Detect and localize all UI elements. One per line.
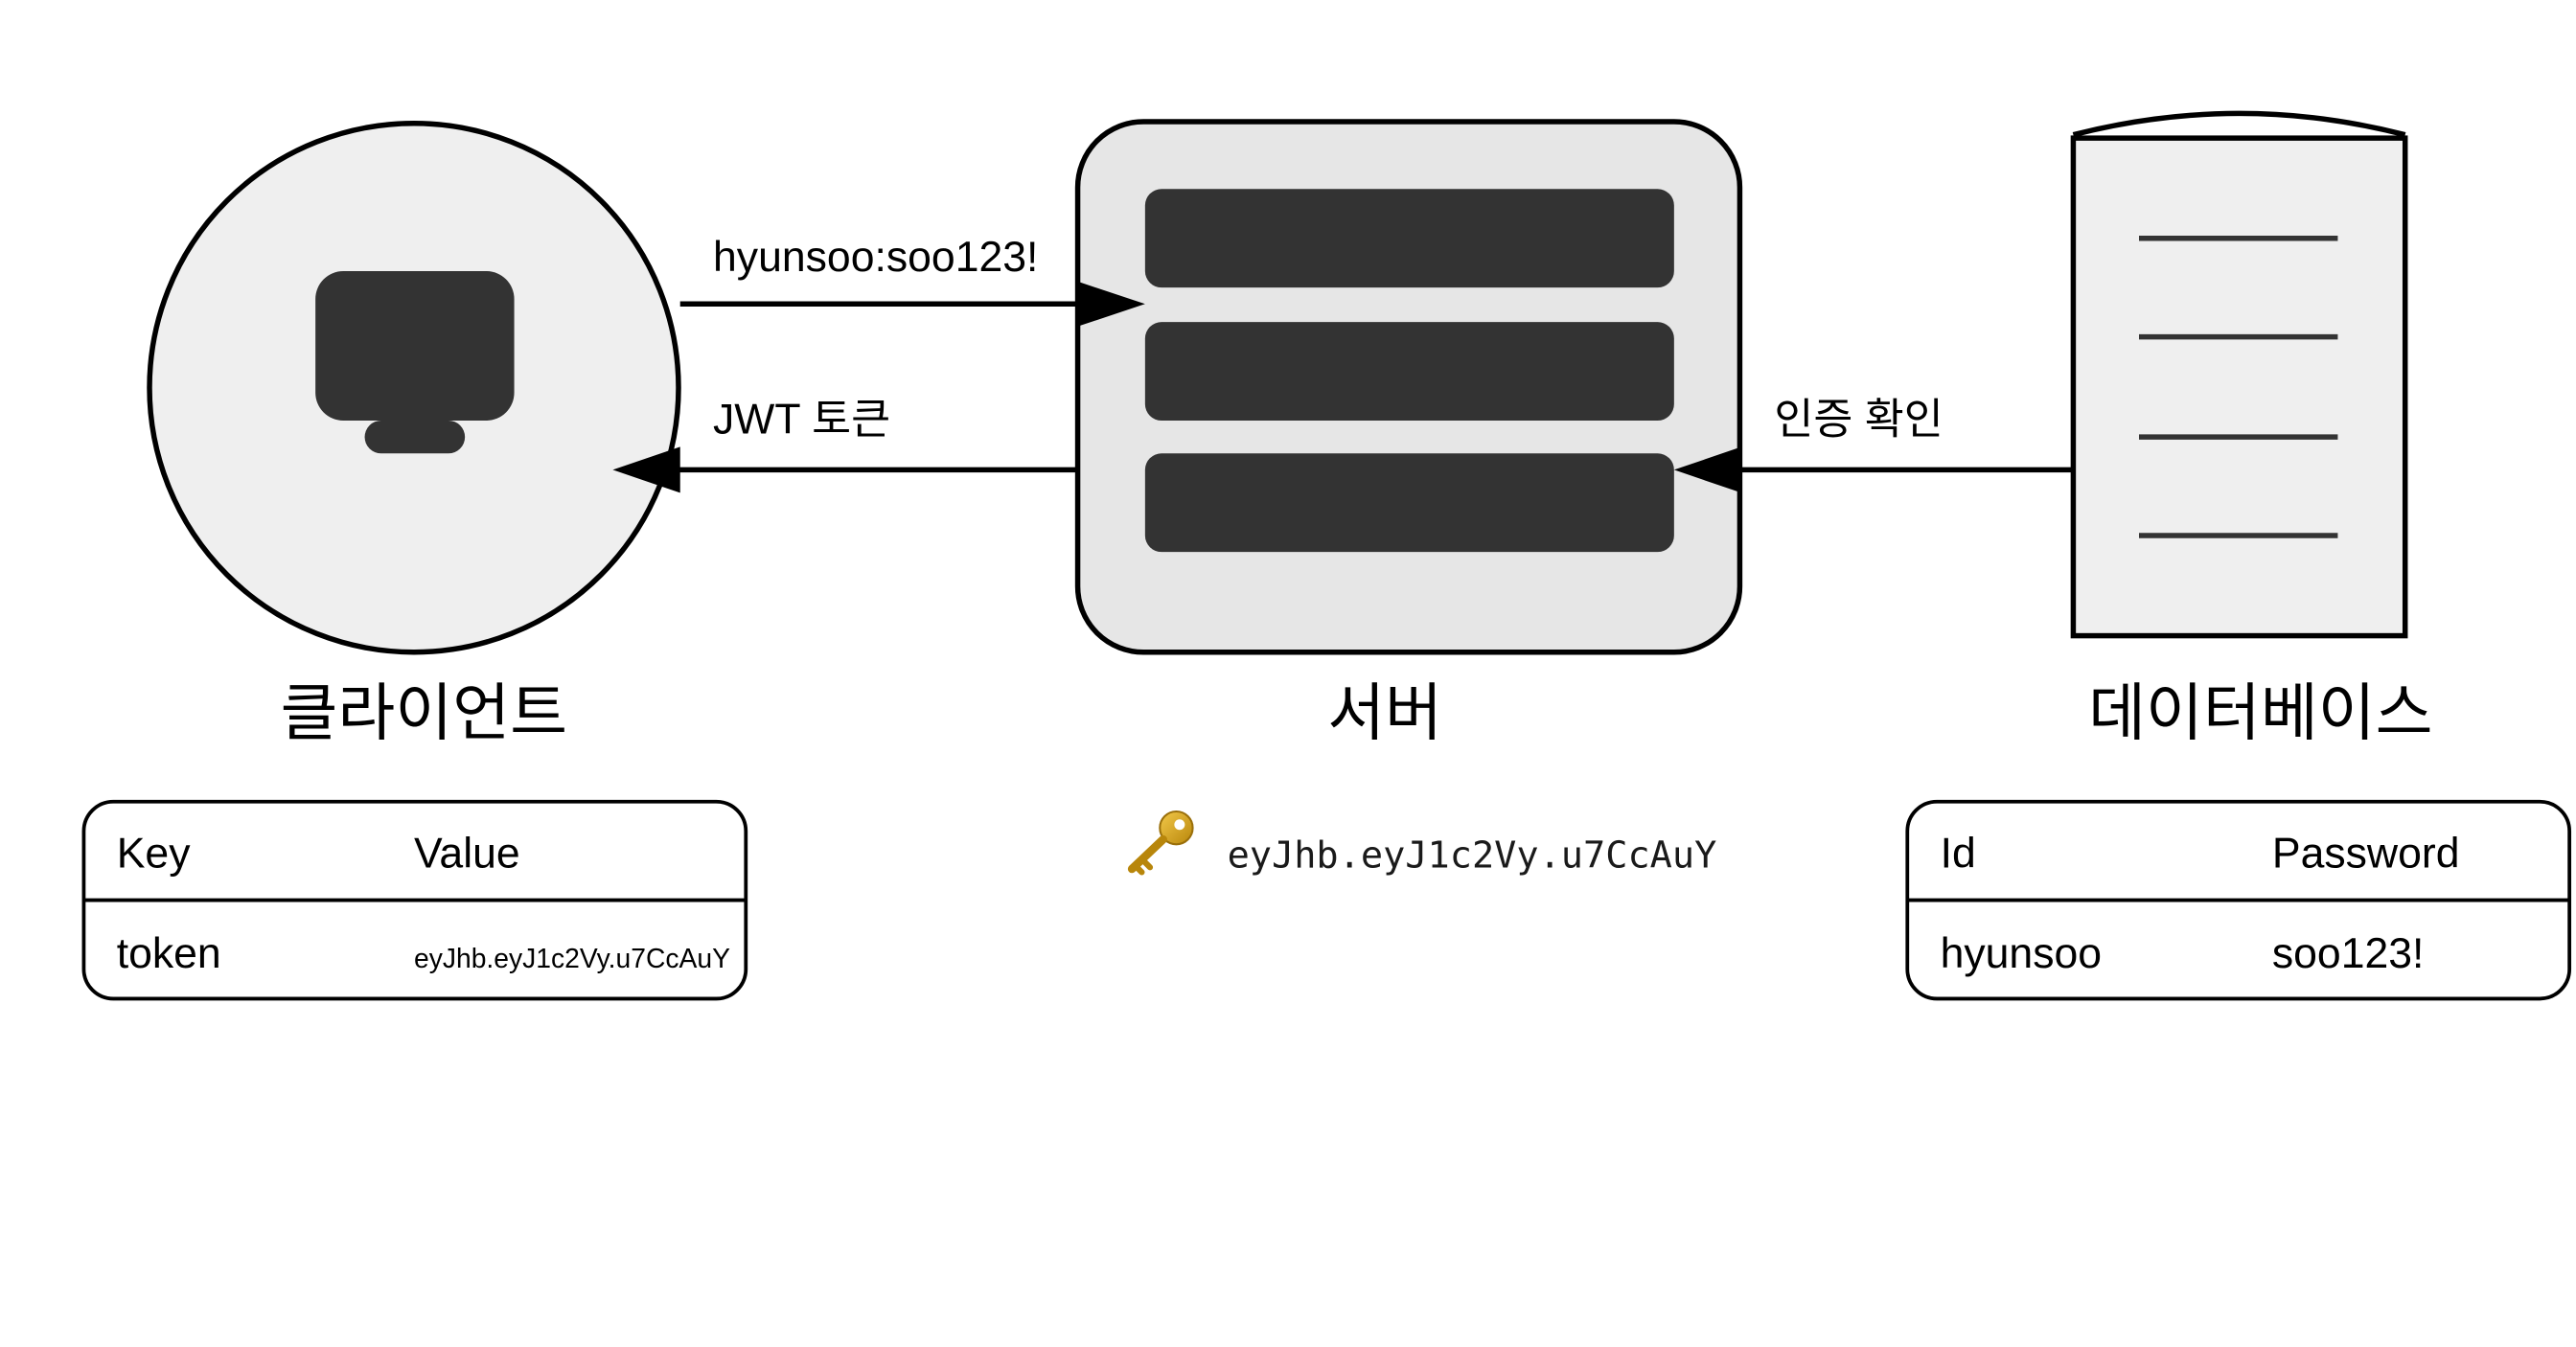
database-node: 데이터베이스	[2070, 110, 2433, 747]
table-row: hyunsoo soo123!	[1941, 930, 2425, 977]
table-cell-id: hyunsoo	[1941, 930, 2102, 977]
edge-label-jwt: JWT 토큰	[713, 397, 890, 444]
table-row: token eyJhb.eyJ1c2Vy.u7CcAuY	[117, 930, 730, 977]
database-user-table: Id Password hyunsoo soo123!	[1905, 799, 2572, 1001]
database-box	[2070, 135, 2408, 639]
table-cell-key: token	[117, 930, 221, 977]
edge-label-auth: 인증 확인	[1774, 397, 1943, 444]
database-cylinder-top	[2072, 110, 2406, 138]
table-cell-value: eyJhb.eyJ1c2Vy.u7CcAuY	[414, 943, 730, 973]
key-icon	[1127, 810, 1194, 876]
database-label: 데이터베이스	[2088, 677, 2433, 747]
server-rack-unit	[1144, 453, 1674, 553]
arrowhead-left-icon	[612, 446, 680, 493]
table-header-id: Id	[1941, 830, 1976, 877]
server-rack-unit	[1144, 322, 1674, 421]
edge-label-credentials: hyunsoo:soo123!	[713, 234, 1038, 281]
client-node: 클라이언트	[147, 120, 681, 747]
server-token: eyJhb.eyJ1c2Vy.u7CcAuY	[1127, 810, 1717, 877]
arrowhead-left-icon	[1673, 446, 1742, 493]
server-token-text: eyJhb.eyJ1c2Vy.u7CcAuY	[1228, 833, 1717, 877]
edge-auth-check: 인증 확인	[1673, 397, 2074, 493]
monitor-icon	[315, 271, 515, 454]
database-lines-icon	[2139, 235, 2338, 538]
server-label: 서버	[1327, 677, 1442, 747]
table-header-key: Key	[117, 830, 192, 877]
table-header-password: Password	[2272, 830, 2460, 877]
edge-credentials: hyunsoo:soo123!	[679, 234, 1145, 328]
client-label: 클라이언트	[280, 677, 567, 747]
table-header-value: Value	[414, 830, 520, 877]
server-rack-icon	[1144, 189, 1674, 553]
server-rack-unit	[1144, 189, 1674, 288]
table-cell-password: soo123!	[2272, 930, 2425, 977]
server-node: 서버	[1074, 119, 1743, 747]
arrowhead-right-icon	[1075, 281, 1145, 328]
edge-jwt-token: JWT 토큰	[612, 397, 1078, 493]
client-token-table: Key Value token eyJhb.eyJ1c2Vy.u7CcAuY	[81, 799, 748, 1001]
